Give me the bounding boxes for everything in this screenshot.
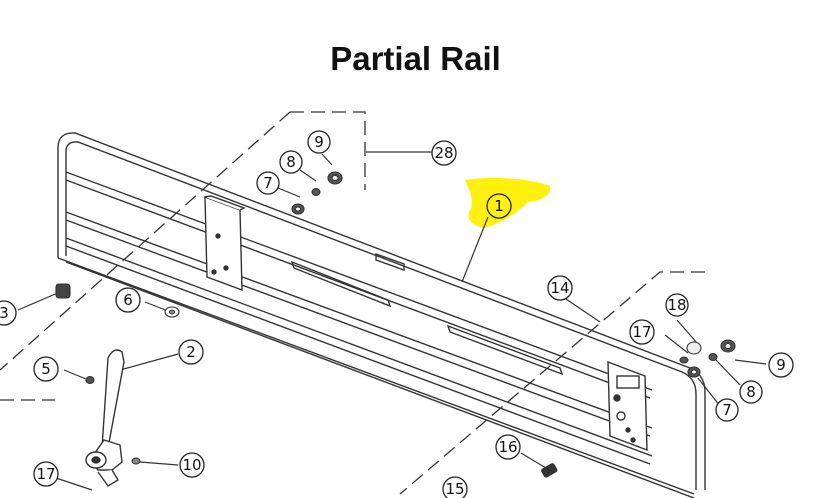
highlight-mark — [465, 178, 551, 228]
callout-circle — [33, 461, 59, 487]
callout-c7b: 7 — [715, 398, 739, 422]
callout-label: 15 — [445, 480, 464, 498]
callout-circle — [33, 356, 59, 382]
callout-circle — [486, 193, 512, 219]
callout-label: 1 — [494, 197, 504, 215]
callout-c14: 14 — [547, 275, 573, 301]
callout-c17b: 17 — [33, 461, 59, 487]
callout-circle — [307, 130, 331, 154]
right-bracket — [607, 360, 648, 452]
callout-c8b: 8 — [739, 380, 763, 404]
dashed-boundaries — [0, 111, 705, 495]
callout-label: 5 — [41, 360, 51, 378]
callout-c3: 3 — [0, 300, 17, 326]
callout-c9b: 9 — [768, 352, 794, 378]
callout-c8a: 8 — [279, 150, 303, 174]
callout-circle — [178, 339, 204, 365]
callout-c5: 5 — [33, 356, 59, 382]
rail-frame — [57, 132, 706, 498]
callout-c6: 6 — [115, 287, 141, 313]
callout-c1: 1 — [486, 193, 512, 219]
callout-label: 28 — [434, 144, 453, 162]
callout-circle — [629, 319, 655, 345]
callout-label: 9 — [776, 356, 786, 374]
callout-circle — [179, 452, 205, 478]
callout-c15: 15 — [442, 476, 468, 498]
lever-arm — [85, 349, 125, 487]
callout-c16: 16 — [495, 434, 521, 460]
callout-circle — [739, 380, 763, 404]
callout-label: 2 — [186, 343, 196, 361]
callout-label: 10 — [182, 456, 201, 474]
callout-label: 7 — [722, 401, 732, 419]
callout-c28: 28 — [431, 140, 457, 166]
callout-circle — [715, 398, 739, 422]
callout-circle — [115, 287, 141, 313]
callout-c17a: 17 — [629, 319, 655, 345]
left-bracket — [204, 195, 246, 292]
callout-label: 17 — [632, 323, 651, 341]
callout-label: 17 — [36, 465, 55, 483]
callout-label: 7 — [263, 174, 273, 192]
callout-circle — [431, 140, 457, 166]
callout-circle — [547, 275, 573, 301]
callout-c9a: 9 — [307, 130, 331, 154]
callout-circle — [665, 293, 689, 317]
callout-c10: 10 — [179, 452, 205, 478]
callout-circle — [768, 352, 794, 378]
callout-circle — [0, 300, 17, 326]
leader-lines — [17, 151, 767, 491]
callout-label: 18 — [667, 296, 686, 314]
callout-c7a: 7 — [256, 171, 280, 195]
callout-label: 8 — [286, 153, 296, 171]
callout-label: 3 — [0, 304, 9, 322]
callout-circle — [256, 171, 280, 195]
callout-label: 16 — [498, 438, 517, 456]
callout-label: 8 — [746, 383, 756, 401]
diagram-title: Partial Rail — [330, 40, 501, 77]
hardware-parts — [55, 171, 736, 478]
callout-label: 14 — [550, 279, 569, 297]
callout-c2: 2 — [178, 339, 204, 365]
callout-label: 9 — [314, 133, 324, 151]
callout-circle — [442, 476, 468, 498]
callout-label: 6 — [123, 291, 133, 309]
callout-circle — [495, 434, 521, 460]
callout-c18: 18 — [665, 293, 689, 317]
callout-circle — [279, 150, 303, 174]
